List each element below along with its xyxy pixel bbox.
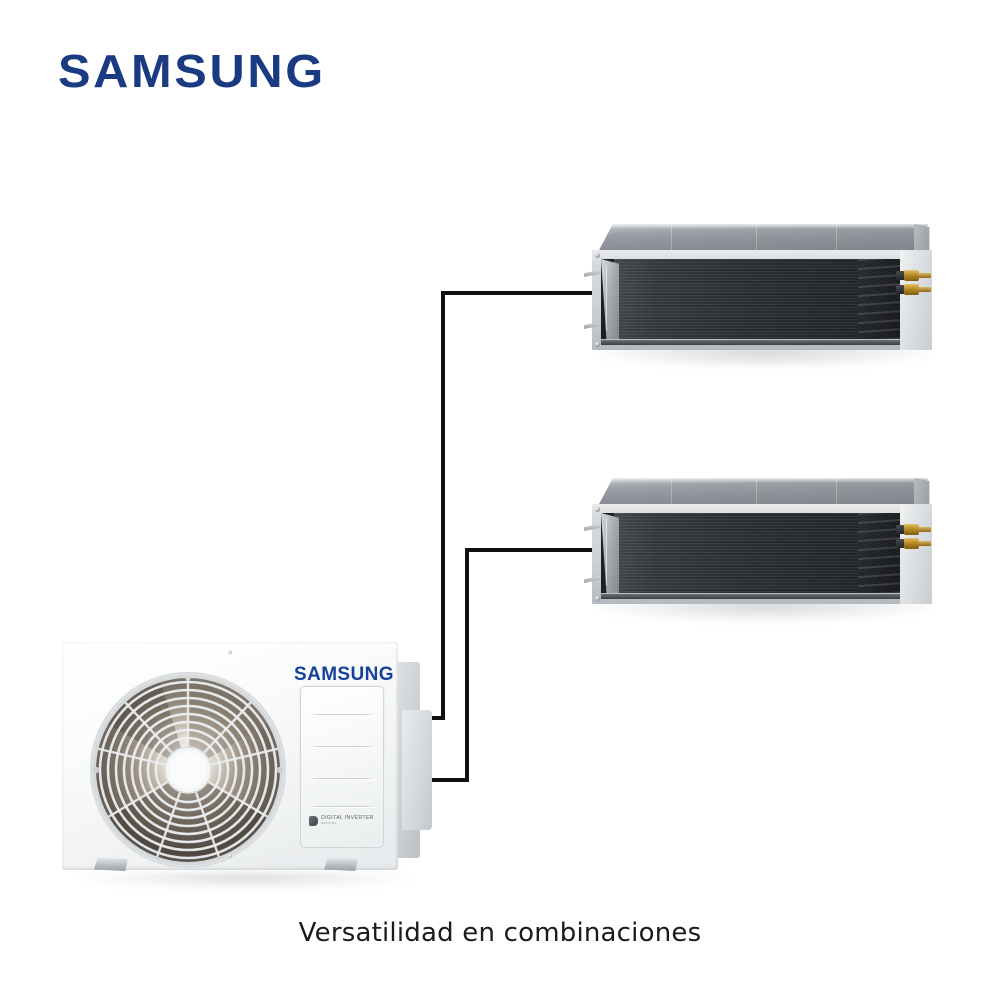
- indoor-ducted-unit-2: [584, 476, 944, 626]
- mounting-foot: [324, 858, 358, 871]
- panel-slot: [308, 714, 376, 715]
- air-discharge-panel: DIGITAL INVERTER BOOSTER: [300, 686, 384, 848]
- cabinet-screw: [228, 854, 232, 858]
- caption-text: Versatilidad en combinaciones: [298, 918, 702, 948]
- unit-shadow: [80, 872, 410, 890]
- top-panel-end-cap: [914, 478, 930, 508]
- pipe-run-to-unit-2: [410, 548, 592, 782]
- frame-screw: [595, 253, 600, 258]
- panel-slot: [308, 806, 376, 807]
- heat-exchanger-coil: [614, 513, 858, 593]
- left-access-plate: [601, 259, 619, 339]
- unit-cavity: [601, 259, 904, 339]
- digital-inverter-mark-icon: [309, 815, 318, 826]
- unit-right-end-panel: [900, 250, 932, 350]
- cabinet-front: SAMSUNG DIGITAL INVERTER BOOSTER: [62, 642, 398, 870]
- cabinet-rear-panel: [402, 710, 432, 830]
- unit-frame: [592, 250, 932, 350]
- frame-screw: [595, 342, 600, 347]
- mounting-bracket: [584, 322, 600, 329]
- left-access-plate: [601, 513, 619, 593]
- top-panel-end-cap: [914, 224, 930, 254]
- mounting-bracket: [584, 270, 600, 277]
- mounting-foot: [94, 858, 128, 871]
- top-panel-highlight: [607, 224, 928, 229]
- panel-slot: [308, 746, 376, 747]
- mounting-bracket: [584, 524, 600, 531]
- cabinet-top-edge: [62, 644, 398, 650]
- indoor-ducted-unit-1: [584, 222, 944, 372]
- refrigerant-connection-liquid: [896, 270, 932, 281]
- mounting-bracket: [584, 576, 600, 583]
- samsung-logo-outdoor: SAMSUNG: [294, 664, 394, 685]
- frame-screw: [595, 596, 600, 601]
- drain-pan-lip: [601, 594, 904, 599]
- frame-screw: [595, 507, 600, 512]
- panel-slot: [308, 778, 376, 779]
- top-panel-highlight: [607, 478, 928, 483]
- refrigerant-connection-gas: [896, 538, 932, 549]
- unit-cavity: [601, 513, 904, 593]
- digital-inverter-sublabel: BOOSTER: [321, 821, 337, 826]
- outdoor-condenser-unit: SAMSUNG DIGITAL INVERTER BOOSTER: [62, 640, 434, 890]
- heat-exchanger-coil: [614, 259, 858, 339]
- refrigerant-connection-liquid: [896, 524, 932, 535]
- digital-inverter-label: DIGITAL INVERTER: [321, 814, 374, 821]
- unit-right-end-panel: [900, 504, 932, 604]
- unit-frame: [592, 504, 932, 604]
- fan-grille-bezel: [90, 672, 286, 868]
- cabinet-screw: [228, 650, 232, 654]
- drain-pan-lip: [601, 340, 904, 345]
- samsung-logo: SAMSUNG: [58, 45, 326, 97]
- refrigerant-connection-gas: [896, 284, 932, 295]
- digital-inverter-badge: DIGITAL INVERTER BOOSTER: [309, 814, 377, 827]
- pipe-run-to-unit-1: [410, 291, 592, 720]
